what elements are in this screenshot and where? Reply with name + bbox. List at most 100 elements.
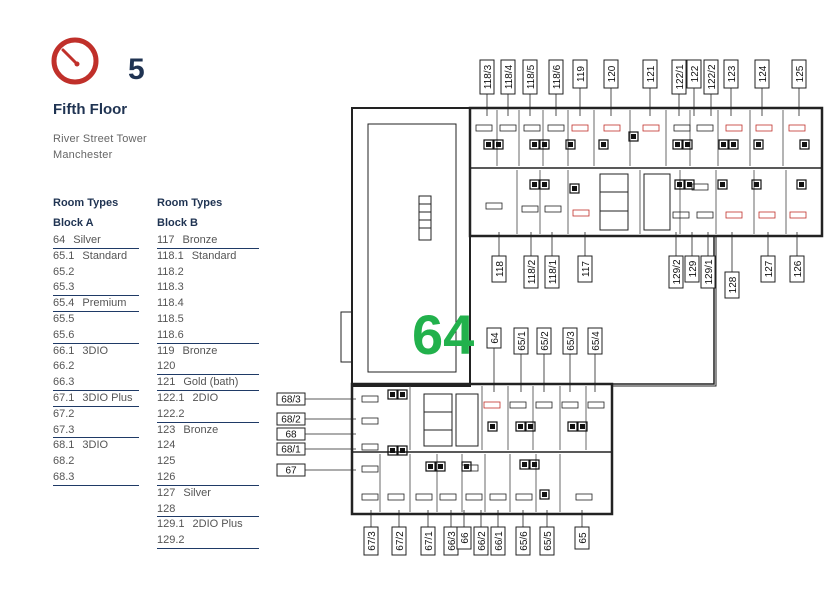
room-stamp (535, 401, 553, 409)
room-tag: 66/2 (473, 510, 489, 556)
room-tag-label: 126 (793, 260, 804, 277)
legend-row: 118.2 (157, 265, 259, 281)
legend-row: 66.3 (53, 375, 139, 391)
stair-core (643, 173, 671, 231)
bathroom-pod (539, 179, 550, 190)
room-stamp (415, 493, 433, 501)
legend-room-type: Silver (183, 486, 211, 499)
room-stamp (587, 401, 605, 409)
room-tag: 68 (276, 427, 356, 441)
room-stamp (691, 183, 709, 191)
bathroom-pod-fixture (570, 424, 575, 429)
room-tag-label: 118/3 (483, 64, 494, 89)
room-tag: 66 (456, 510, 472, 550)
room-tag: 119 (572, 59, 588, 116)
block-b-outline (468, 106, 824, 238)
room-tag: 129/1 (700, 232, 716, 289)
legend-row: 120 (157, 359, 259, 376)
room-tag-label: 122 (690, 65, 701, 82)
bathroom-pod-fixture (720, 182, 725, 187)
room-stamp (672, 211, 690, 219)
room-tag-label: 120 (607, 65, 618, 82)
legend-room-type: Gold (bath) (183, 376, 239, 389)
legend-row: 124 (157, 438, 259, 454)
bathroom-pod-fixture (528, 424, 533, 429)
legend-room-code: 126 (157, 470, 176, 483)
legend-room-code: 64 (53, 234, 66, 246)
room-stamp (361, 417, 379, 425)
legend-room-code: 118.2 (157, 265, 184, 278)
legend-row: 66.2 (53, 359, 139, 375)
room-stamp (361, 465, 379, 473)
bathroom-pod-fixture (532, 142, 537, 147)
legend-row: 126 (157, 470, 259, 486)
legend-room-code: 118.1 (157, 249, 184, 262)
legend-room-type: 3DIO (82, 344, 109, 357)
room-stamp (544, 205, 562, 213)
bathroom-pod-fixture (756, 142, 761, 147)
bathroom-pod (487, 421, 498, 432)
legend-room-code: 66.2 (53, 360, 75, 373)
bathroom-pod (483, 139, 494, 150)
bathroom-pod-fixture (568, 142, 573, 147)
room-tag-label: 122/1 (675, 64, 686, 89)
bathroom-pod (569, 183, 580, 194)
bathroom-pod-fixture (677, 182, 682, 187)
legend-room-code: 65.6 (53, 328, 75, 341)
legend-row: 65.3 (53, 280, 139, 297)
bathroom-pod (387, 389, 398, 400)
bathroom-pod (728, 139, 739, 150)
bathroom-pod (435, 461, 446, 472)
room-tag-label: 121 (646, 65, 657, 82)
room-stamp (361, 493, 379, 501)
room-tag: 118/4 (500, 59, 516, 116)
room-stamp (572, 209, 590, 217)
legend-row: 128 (157, 502, 259, 518)
address-line-2: Manchester (53, 149, 113, 161)
bathroom-pod-fixture (802, 142, 807, 147)
bathroom-pod (525, 421, 536, 432)
bathroom-pod (753, 139, 764, 150)
bathroom-pod (529, 179, 540, 190)
legend-room-type: Bronze (182, 234, 218, 246)
bathroom-pod (684, 179, 695, 190)
room-tag: 120 (603, 59, 619, 116)
bathroom-pod-fixture (464, 464, 469, 469)
legend-room-code: 122.1 (157, 391, 185, 404)
bathroom-pod-fixture (532, 462, 537, 467)
room-stamp (387, 493, 405, 501)
room-tag: 124 (754, 59, 770, 116)
legend-room-type: Standard (191, 249, 237, 262)
legend-room-code: 117 (157, 234, 175, 246)
room-tag: 68/3 (276, 392, 356, 406)
bathroom-pod-fixture (438, 464, 443, 469)
bathroom-pod-fixture (542, 182, 547, 187)
legend-room-code: 65.1 (53, 249, 75, 262)
room-tag-label: 65/1 (517, 331, 528, 351)
bathroom-pod (387, 445, 398, 456)
room-stamp (515, 493, 533, 501)
atrium-stair (418, 195, 432, 241)
room-tag-label: 67/3 (367, 531, 378, 551)
bathroom-pod-fixture (390, 448, 395, 453)
room-tag-label: 65/6 (519, 531, 530, 551)
legend-row: 65.2 (53, 265, 139, 281)
legend-room-code: 65.2 (53, 265, 75, 278)
room-tag-label: 68/3 (281, 395, 301, 406)
bathroom-pod (539, 139, 550, 150)
room-tag: 67/1 (420, 510, 436, 556)
room-tag-label: 68/1 (281, 445, 301, 456)
room-stamp (758, 211, 776, 219)
legend-room-code: 68.1 (53, 439, 75, 452)
bathroom-pod-fixture (685, 142, 690, 147)
room-tag: 66/1 (490, 510, 506, 556)
room-tag-label: 66/2 (477, 531, 488, 551)
bathroom-pod-fixture (631, 134, 636, 139)
